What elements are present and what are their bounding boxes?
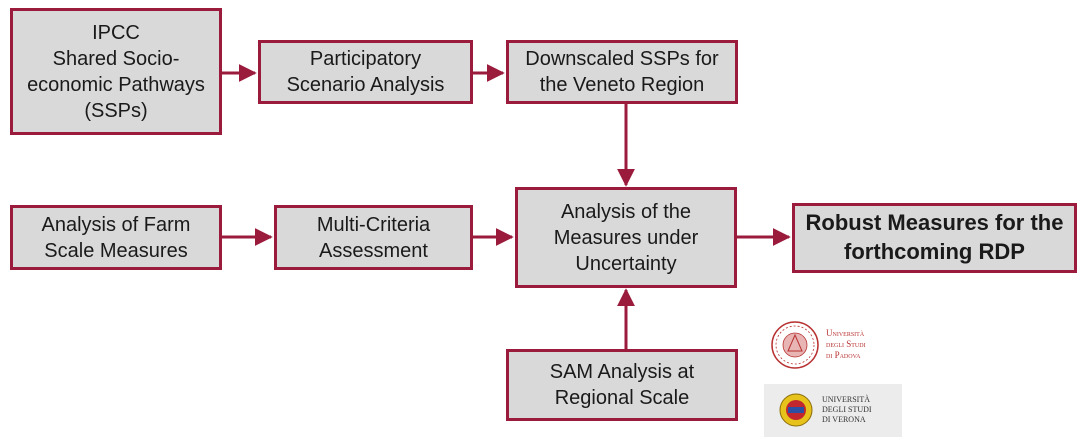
padova-logo: Università degli Studi di Padova: [770, 318, 900, 372]
university-seal-icon: [771, 321, 819, 369]
verona-logo: UNIVERSITÀ DEGLI STUDI DI VERONA: [764, 384, 902, 437]
padova-logo-text: Università degli Studi di Padova: [826, 328, 866, 360]
downscaled-ssp-box: Downscaled SSPs for the Veneto Region: [506, 40, 738, 104]
farm-scale-box: Analysis of Farm Scale Measures: [10, 205, 222, 270]
university-crest-icon: [779, 393, 813, 427]
robust-measures-box: Robust Measures for the forthcoming RDP: [792, 203, 1077, 273]
uncertainty-analysis-box: Analysis of the Measures under Uncertain…: [515, 187, 737, 288]
participatory-scenario-box: Participatory Scenario Analysis: [258, 40, 473, 104]
sam-analysis-box: SAM Analysis at Regional Scale: [506, 349, 738, 421]
verona-logo-text: UNIVERSITÀ DEGLI STUDI DI VERONA: [822, 395, 872, 424]
multi-criteria-box: Multi-Criteria Assessment: [274, 205, 473, 270]
ipcc-ssp-box: IPCC Shared Socio- economic Pathways (SS…: [10, 8, 222, 135]
